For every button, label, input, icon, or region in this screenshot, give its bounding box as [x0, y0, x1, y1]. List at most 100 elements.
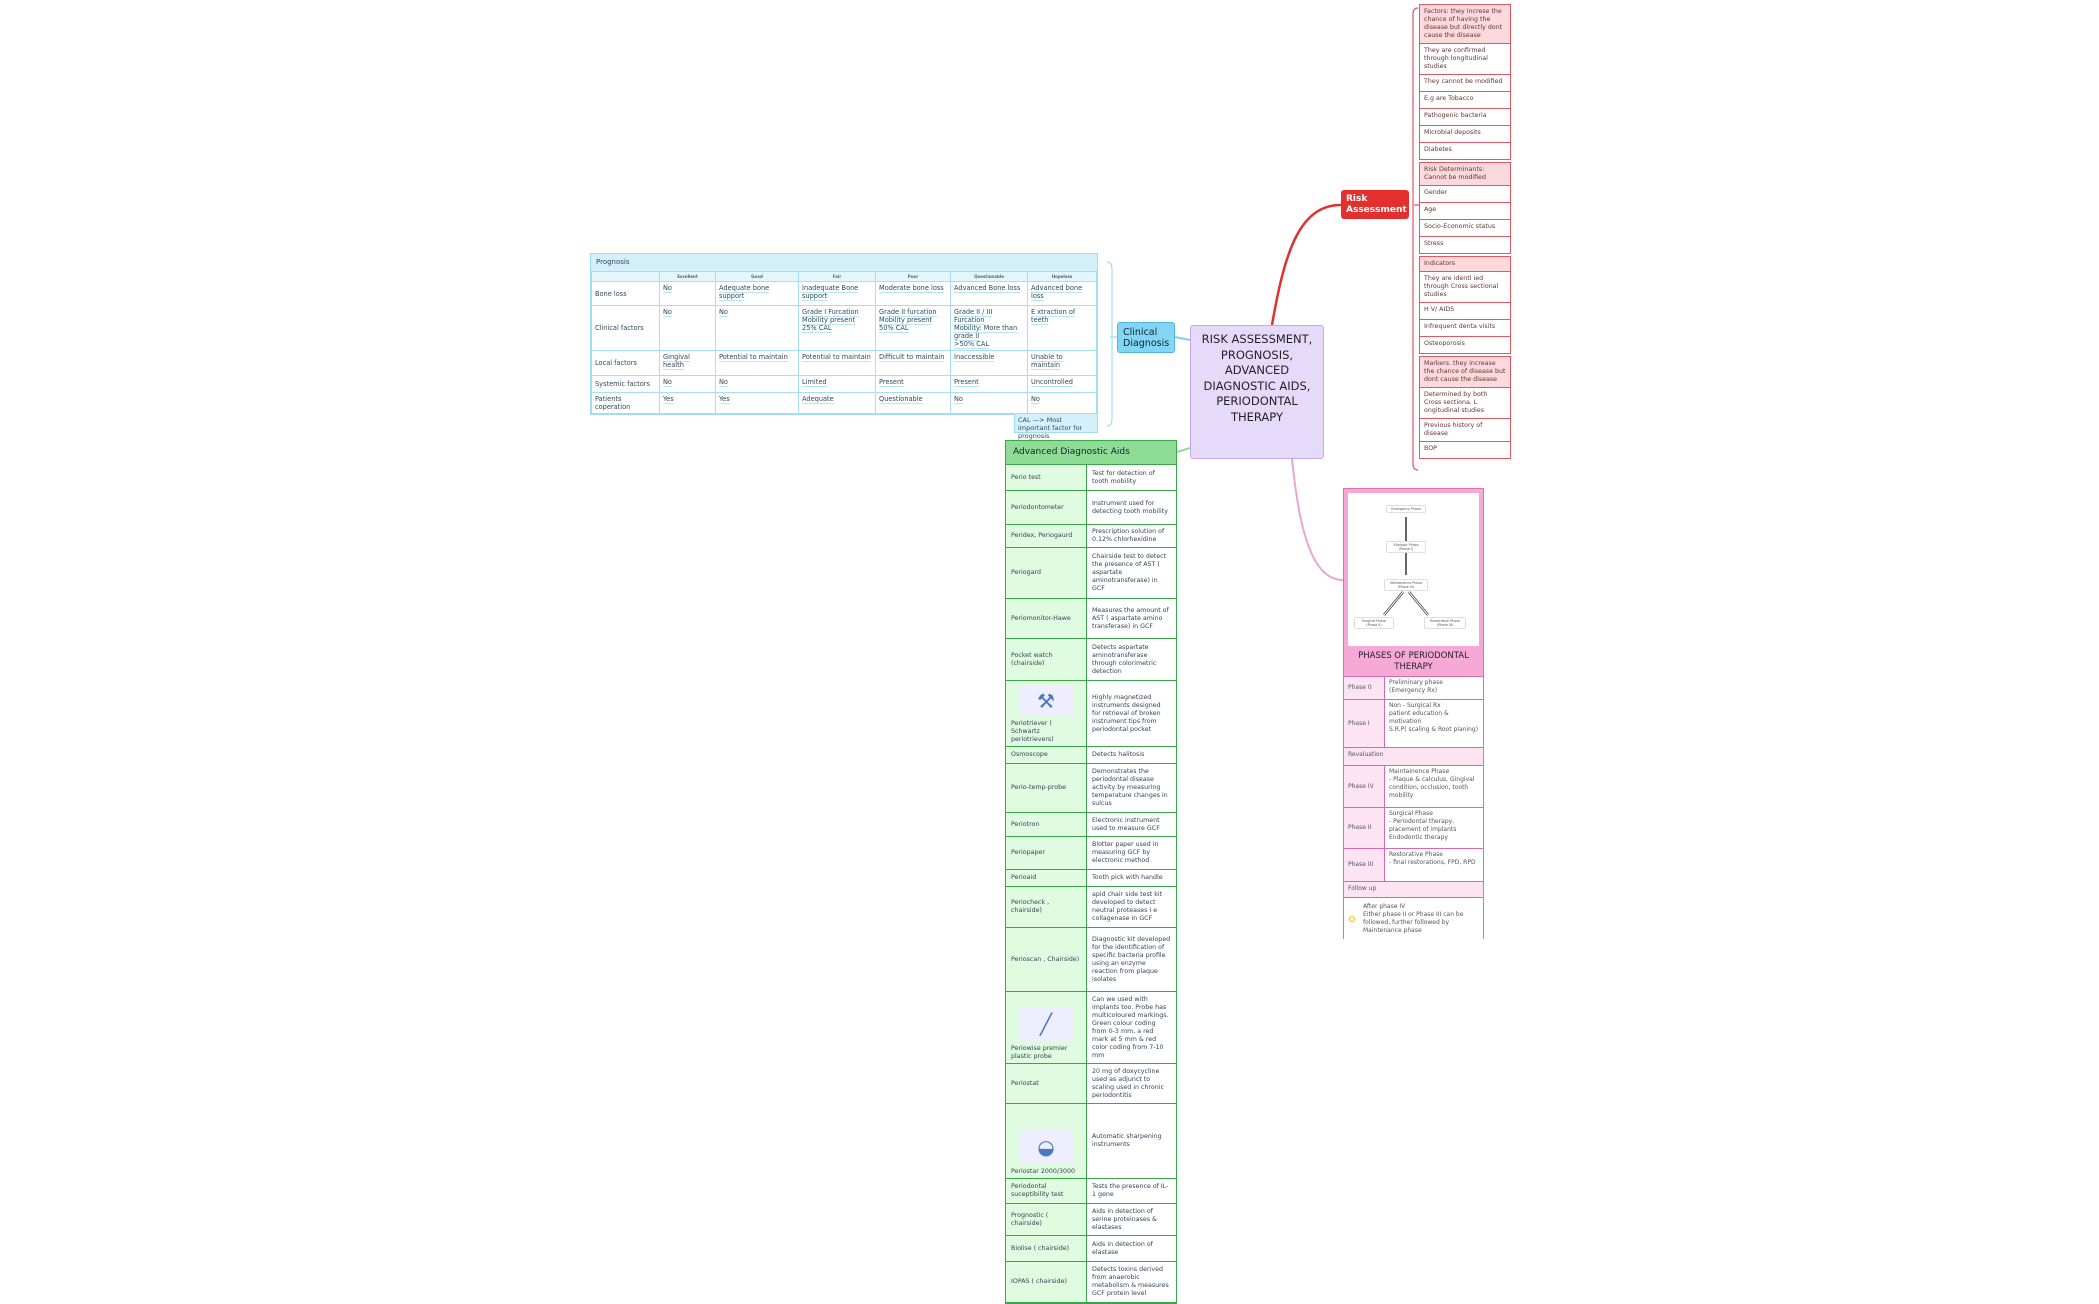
- list-item[interactable]: ⚒Periotriever ( Schwartz periotrievers)H…: [1006, 681, 1176, 747]
- aid-name-text: Pocket watch (chairside): [1011, 651, 1053, 667]
- aid-description: Instrument used for detecting tooth mobi…: [1092, 499, 1168, 515]
- table-cell: Grade II / III Furcation Mobility: More …: [950, 305, 1028, 351]
- list-item[interactable]: Pocket watch (chairside)Detects aspartat…: [1006, 639, 1176, 681]
- aid-name-text: Periotriever ( Schwartz periotrievers): [1011, 720, 1054, 743]
- cell-text: Gingival health: [663, 353, 690, 370]
- aid-name-text: Periotron: [1011, 820, 1040, 828]
- phase-label: Phase I: [1344, 700, 1385, 747]
- risk-item[interactable]: Diabetes: [1420, 142, 1510, 159]
- risk-item[interactable]: Socio-Economic status: [1420, 219, 1510, 236]
- risk-item[interactable]: Previous history of disease: [1420, 418, 1510, 441]
- risk-item[interactable]: H V/ AIDS: [1420, 302, 1510, 319]
- risk-item[interactable]: E.g are Tobacco: [1420, 91, 1510, 108]
- aid-name-text: Periogard: [1011, 569, 1041, 576]
- table-cell: Adequate: [798, 392, 876, 414]
- aid-name: Periostat: [1006, 1064, 1087, 1103]
- cell-text: No: [719, 308, 728, 317]
- aid-description: Detects halitosis: [1092, 751, 1145, 758]
- table-cell: Present: [950, 375, 1028, 393]
- bullet-icon: [1349, 915, 1355, 922]
- risk-item[interactable]: Infrequent denta visits: [1420, 319, 1510, 336]
- risk-item[interactable]: Osteoporosis: [1420, 336, 1510, 353]
- risk-item[interactable]: They cannot be modified: [1420, 74, 1510, 91]
- risk-group-header[interactable]: Factors: they increse the chance of havi…: [1420, 5, 1510, 43]
- advanced-diagnostic-aids-title[interactable]: Advanced Diagnostic Aids: [1006, 441, 1176, 465]
- aid-description: Electronic instrument used to measure GC…: [1092, 816, 1160, 832]
- table-cell: Gingival health: [659, 350, 716, 376]
- aid-description: Aids in detection of serine proteinases …: [1092, 1207, 1157, 1231]
- risk-item[interactable]: Stress: [1420, 236, 1510, 253]
- risk-item[interactable]: They are confirmed through longitudinal …: [1420, 43, 1510, 74]
- aid-name: Peridex, Periogaurd: [1006, 525, 1087, 547]
- phase-label: Revaluation: [1348, 751, 1384, 758]
- cell-text: Present: [879, 378, 904, 387]
- cell-text: Grade II furcation Mobility present 50% …: [879, 308, 937, 333]
- list-item[interactable]: Perioscan , Chairside)Diagnostic kit dev…: [1006, 928, 1176, 992]
- central-topic[interactable]: RISK ASSESSMENT, PROGNOSIS, ADVANCED DIA…: [1190, 325, 1324, 459]
- cell-text: No: [719, 378, 728, 387]
- risk-item[interactable]: Determined by both Cross sectiona. L ong…: [1420, 387, 1510, 418]
- risk-item[interactable]: Gender: [1420, 185, 1510, 202]
- aid-name-text: Periostat: [1011, 1079, 1039, 1087]
- risk-item[interactable]: Age: [1420, 202, 1510, 219]
- table-cell: No: [659, 305, 716, 351]
- risk-assessment-node[interactable]: Risk Assessment: [1341, 190, 1409, 219]
- table-cell: Moderate bone loss: [875, 281, 951, 306]
- list-item[interactable]: IOPAS ( chairside)Detects toxins derived…: [1006, 1262, 1176, 1303]
- aid-name: ◒ Periostar 2000/3000: [1006, 1104, 1087, 1178]
- risk-item[interactable]: BOP: [1420, 441, 1510, 458]
- cell-text: Unable to maintain: [1031, 353, 1063, 370]
- aid-name-text: Periostar 2000/3000: [1011, 1168, 1076, 1175]
- aid-name-text: Periodontometer: [1011, 503, 1064, 511]
- list-item[interactable]: Periocheck , chairside) apid chair side …: [1006, 887, 1176, 928]
- cell-text: Moderate bone loss: [879, 284, 944, 293]
- phases-node: Emergency Phase Etiologic Phase (Phase I…: [1343, 488, 1484, 939]
- aid-name: Periodontal suceptibility test: [1006, 1179, 1087, 1203]
- cell-text: No: [1031, 395, 1040, 404]
- risk-item[interactable]: Microbial deposits: [1420, 125, 1510, 142]
- risk-item[interactable]: They are identi ied through Cross sectio…: [1420, 271, 1510, 302]
- risk-group: Factors: they increse the chance of havi…: [1419, 4, 1511, 160]
- cell-text: E xtraction of teeth: [1031, 308, 1076, 325]
- cell-text: Adequate bone support: [719, 284, 770, 301]
- risk-item[interactable]: Pathogenic bacteria: [1420, 108, 1510, 125]
- aid-name: Perio-temp-probe: [1006, 764, 1087, 812]
- risk-group-header[interactable]: Risk Determinants: Cannot be modified: [1420, 163, 1510, 185]
- table-cell: Questionable: [875, 392, 951, 414]
- list-item[interactable]: Biolise ( chairside)Aids in detection of…: [1006, 1236, 1176, 1262]
- table-cell: Yes: [659, 392, 716, 414]
- aid-name: Perioaid: [1006, 870, 1087, 886]
- list-item[interactable]: Periodontometer Instrument used for detec…: [1006, 491, 1176, 525]
- risk-group-header[interactable]: Markers. they increase the chance of dis…: [1420, 357, 1510, 387]
- phases-flowchart: Emergency Phase Etiologic Phase (Phase I…: [1348, 493, 1479, 646]
- list-item[interactable]: Periotron Electronic instrument used to m…: [1006, 813, 1176, 837]
- cell-text: Yes: [663, 395, 674, 404]
- risk-group-header[interactable]: Indicators: [1420, 257, 1510, 271]
- sharpener-image: ◒: [1019, 1130, 1073, 1164]
- phase-label: Phase IV: [1344, 766, 1385, 807]
- aid-name-text: Biolise ( chairside): [1011, 1244, 1070, 1252]
- list-item[interactable]: Prognostic ( chairside)Aids in detection…: [1006, 1204, 1176, 1236]
- aid-name-text: Perioscan , Chairside): [1011, 955, 1080, 963]
- clinical-diagnosis-node[interactable]: Clinical Diagnosis: [1117, 322, 1175, 353]
- aid-name: Perio test: [1006, 465, 1087, 490]
